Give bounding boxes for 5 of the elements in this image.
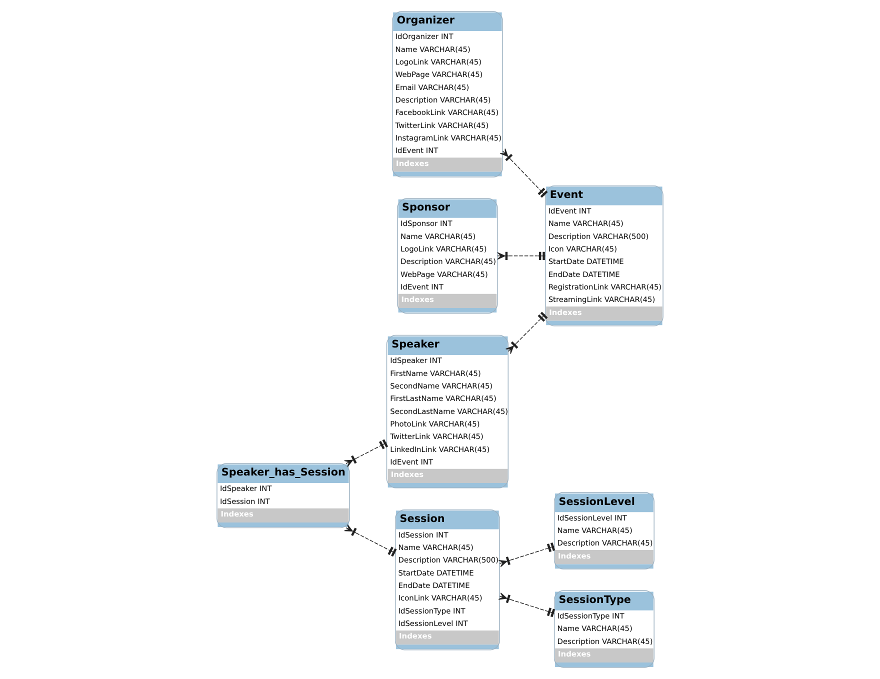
connector xyxy=(498,542,556,568)
connector xyxy=(344,439,388,467)
connector xyxy=(498,592,556,618)
connector xyxy=(505,312,548,354)
connector xyxy=(500,148,548,198)
